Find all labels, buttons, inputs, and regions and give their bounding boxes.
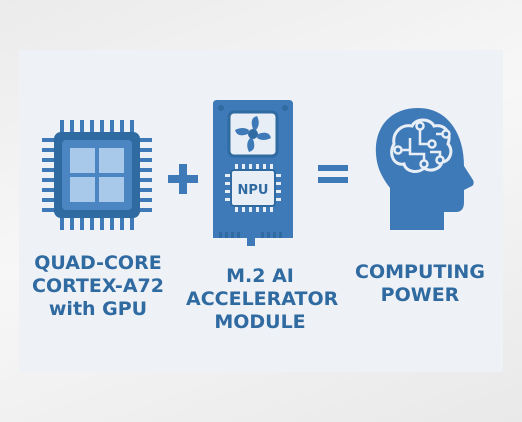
npu-chip-label: NPU — [238, 183, 269, 198]
ai-brain-head-icon — [375, 108, 474, 230]
m2-module-icon: NPU — [213, 100, 293, 246]
cpu-chip-icon — [42, 120, 152, 230]
m2-module-label: M.2 AI ACCELERATOR MODULE — [186, 265, 339, 333]
cpu-label: QUAD-CORE CORTEX-A72 with GPU — [32, 252, 164, 320]
computing-power-label: COMPUTING POWER — [355, 261, 485, 306]
plus-icon — [168, 164, 198, 194]
equals-icon — [318, 165, 348, 183]
fan-icon — [235, 116, 271, 152]
